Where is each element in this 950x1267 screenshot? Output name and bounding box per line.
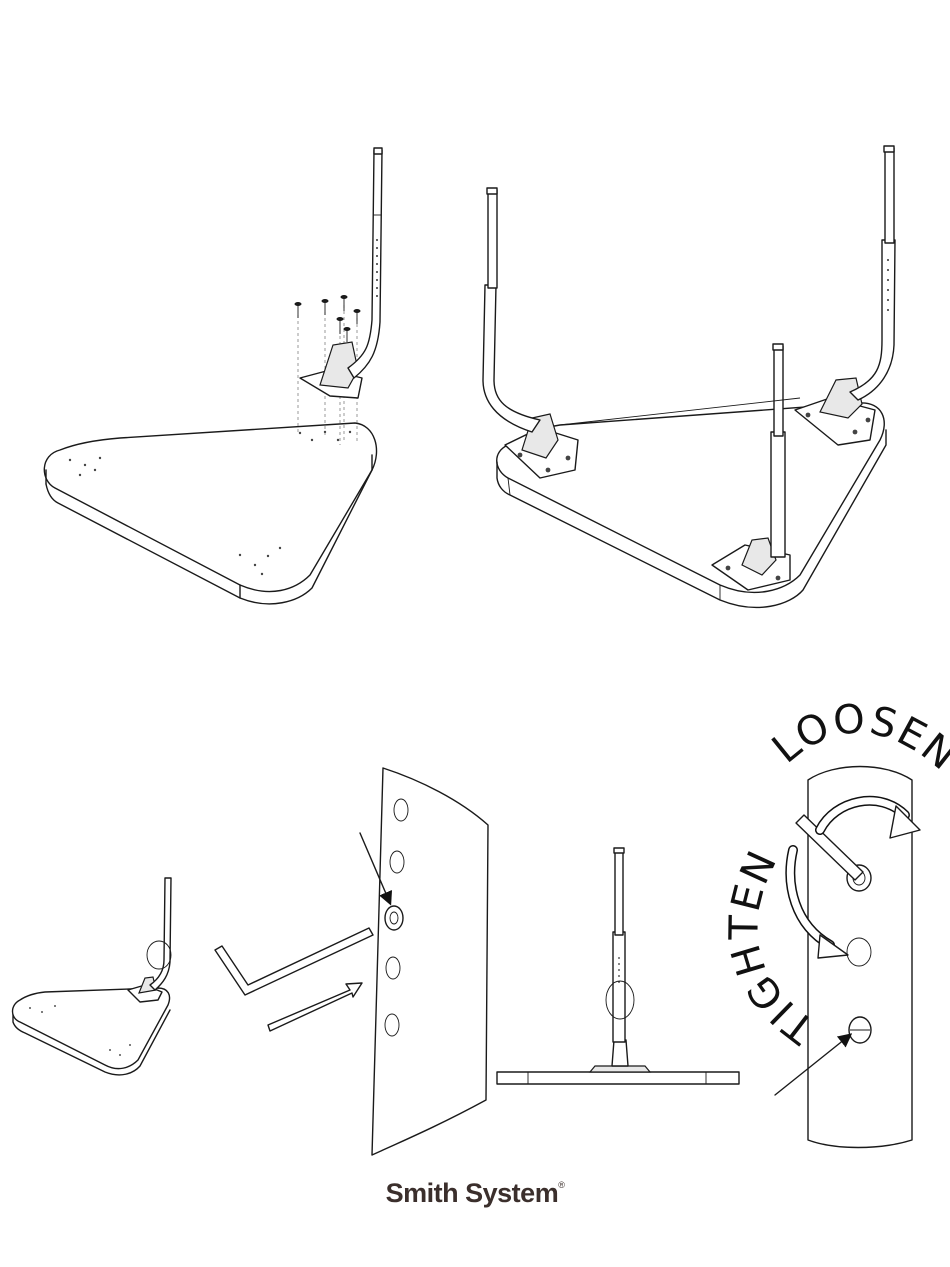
leg-left — [348, 148, 382, 378]
insert-arrow — [268, 983, 362, 1031]
brand-name: Smith System — [386, 1178, 559, 1208]
table-top-left — [44, 423, 376, 604]
tube-closeup — [372, 768, 488, 1155]
small-leg — [150, 878, 171, 990]
leg-back-left — [483, 188, 540, 432]
leg-front — [771, 344, 785, 557]
table-side — [497, 1072, 739, 1084]
brand-logo: Smith System® — [0, 1178, 950, 1209]
step2-figure — [483, 146, 895, 607]
registered-mark: ® — [558, 1180, 564, 1190]
step5-figure: LOOSEN TIGHTEN — [721, 696, 950, 1148]
screws — [295, 295, 361, 342]
step3-figure — [13, 768, 489, 1155]
leg-back-right — [850, 146, 895, 400]
leg-side — [613, 932, 625, 1042]
step1-figure — [44, 148, 382, 604]
step4-figure — [497, 848, 739, 1084]
